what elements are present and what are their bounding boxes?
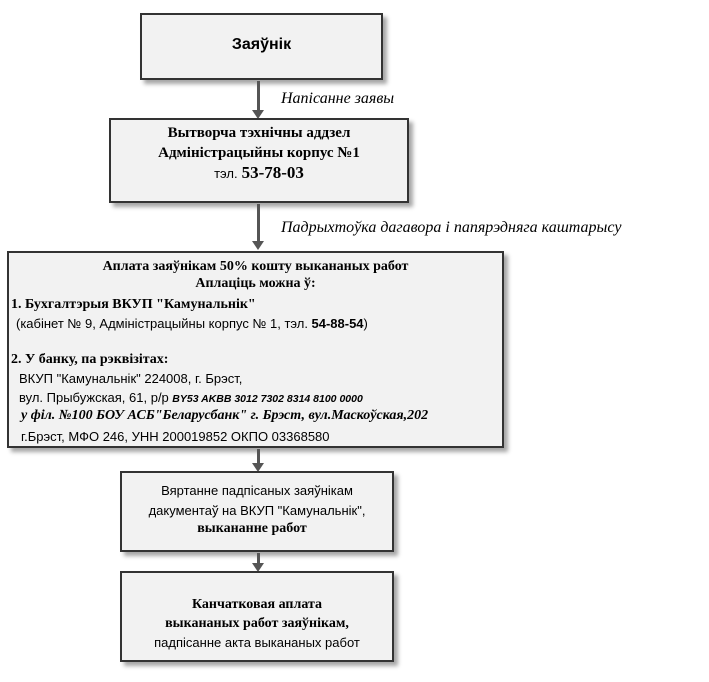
payment-option2-addr-row: вул. Прыбужская, 61, р/р BY53 AKBB 3012 … [19, 390, 363, 407]
node-applicant-title: Заяўнік [231, 36, 292, 53]
final-line2: выкананых работ заяўнікам, [165, 616, 349, 631]
return-docs-line3: выкананне работ [197, 521, 307, 536]
payment-heading1: Аплата заяўнікам 50% кошту выкананых раб… [102, 259, 409, 274]
node-payment: Аплата заяўнікам 50% кошту выкананых раб… [7, 251, 504, 448]
payment-option2-codes: г.Брэст, МФО 246, УНН 200019852 ОКПО 033… [21, 429, 330, 444]
payment-option2-bank: у філ. №100 БОУ АСБ"Беларусбанк" г. Брэс… [21, 408, 429, 423]
payment-option2-org: ВКУП "Камунальнік" 224008, г. Брэст, [19, 371, 243, 386]
node-tech-dept: Вытворча тэхнічны аддзел Адміністрацыйны… [109, 118, 409, 203]
node-tech-dept-line1: Вытворча тэхнічны аддзел [167, 125, 351, 141]
phone-prefix: тэл. [214, 166, 238, 181]
arrow-dept-to-payment [252, 204, 264, 250]
return-docs-line2: дакументаў на ВКУП "Камунальнік", [148, 503, 366, 518]
payment-option1-phone: 54-88-54 [311, 316, 364, 331]
return-docs-line1: Вяртанне падпісаных заяўнікам [161, 483, 353, 498]
payment-option2-addr: вул. Прыбужская, 61, р/р [19, 390, 169, 405]
payment-option1-detail: (кабінет № 9, Адміністрацыйны корпус № 1… [16, 316, 308, 331]
payment-option1-title: 1. Бухгалтэрыя ВКУП "Камунальнік" [11, 297, 256, 312]
node-tech-dept-line2: Адміністрацыйны корпус №1 [158, 145, 360, 161]
node-return-docs: Вяртанне падпісаных заяўнікам дакументаў… [120, 471, 394, 552]
node-final-payment: Канчатковая аплата выкананых работ заяўн… [120, 571, 394, 662]
payment-heading2: Аплаціць можна ў: [195, 276, 316, 291]
payment-option1-detail-row: (кабінет № 9, Адміністрацыйны корпус № 1… [16, 316, 368, 333]
edge-label-application: Напісанне заявы [281, 90, 395, 107]
phone-number: 53-78-03 [241, 163, 304, 182]
final-line1: Канчатковая аплата [191, 597, 323, 612]
payment-option2-account: BY53 AKBB 3012 7302 8314 8100 0000 [172, 393, 363, 405]
final-line3: падпісанне акта выкананых работ [154, 635, 360, 650]
arrow-return-to-final [252, 553, 264, 572]
arrow-applicant-to-dept [252, 81, 264, 119]
node-applicant: Заяўнік [140, 13, 383, 80]
edge-label-contract: Падрыхтоўка дагавора і папярэдняга кашта… [281, 219, 622, 236]
payment-option2-title: 2. У банку, па рэквізітах: [11, 352, 169, 367]
arrow-payment-to-return [252, 449, 264, 472]
node-tech-dept-phone-row: тэл. 53-78-03 [111, 163, 407, 183]
payment-option1-close: ) [363, 316, 368, 331]
